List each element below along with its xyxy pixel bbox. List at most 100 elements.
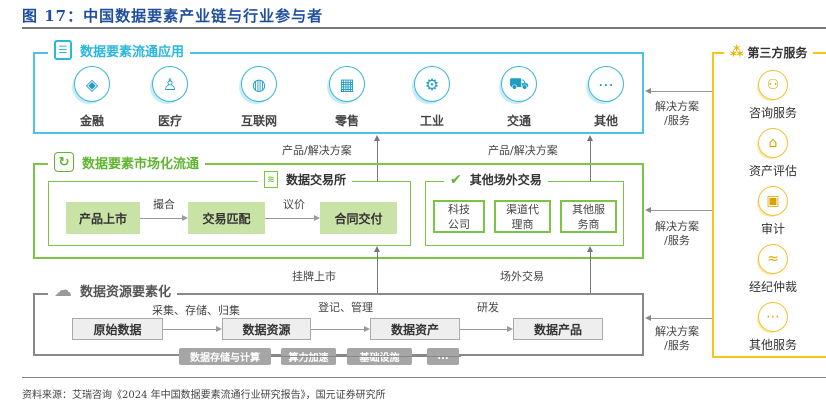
otc-tech-company: 科技 公司 [433,200,485,233]
service-label: 资产评估 [748,164,797,178]
arrow-label: 产品/解决方案 [488,144,558,157]
application-section [33,52,644,134]
resource-section [33,293,644,356]
arrow-label: 挂牌上市 [292,270,336,283]
app-retail: ▦ 零售 [317,66,377,129]
arrow-head [216,326,222,332]
store-icon: ▦ [329,66,365,102]
arrow-line [650,210,712,211]
arrow-head [374,246,380,252]
arrow-line [590,252,591,294]
footer-divider [22,377,826,378]
step-trade-matching: 交易匹配 [188,202,265,234]
app-label: 其他 [593,114,618,128]
otc-title-text: 其他场外交易 [469,173,542,187]
service-valuation: ⌂ 资产评估 [735,128,811,179]
app-other: ⋯ 其他 [576,66,636,129]
connector [271,356,461,357]
infra-storage-compute: 数据存储与计算 [179,348,271,365]
resource-title: ☁ 数据资源要素化 [48,280,178,301]
bank-icon: ⌂ [758,128,788,158]
globe-icon: ◍ [241,66,277,102]
otc-channel-agent: 渠道代 理商 [494,200,551,233]
source-note: 资料来源：艾瑞咨询《2024 年中国数据要素流通行业研究报告》，国元证券研究所 [22,390,386,401]
third-party-title: ⁂ 第三方服务 [724,44,814,61]
app-label: 零售 [334,114,359,128]
app-medical: ♙医疗 [140,66,200,129]
service-label: 其他服务 [748,338,797,352]
application-title-text: 数据要素流通应用 [80,44,185,60]
step-contract-delivery: 合同交付 [320,202,397,234]
arrow-head [182,215,188,221]
third-party-title-text: 第三方服务 [747,46,808,60]
more-icon: ⋯ [588,66,624,102]
arrow-head [374,135,380,141]
arrow-line [163,329,216,330]
arrow-line [311,329,364,330]
market-section [33,163,644,259]
arrow-line [265,218,314,219]
arrow-label: 登记、管理 [318,301,373,314]
arrow-label: 研发 [477,301,499,314]
people-network-icon: ⁂ [730,45,744,60]
step-product-listing: 产品上市 [66,202,140,234]
cloud-network-icon: ☁ [54,280,72,301]
arrow-line [650,91,712,92]
arrow-label: 撮合 [153,198,175,211]
arrow-head [645,207,651,213]
otc-title: ✔ 其他场外交易 [444,171,548,188]
application-title: ☰ 数据要素流通应用 [48,40,191,60]
step-raw-data: 原始数据 [72,318,163,340]
service-brokerage: ≈经纪仲裁 [735,244,811,295]
handshake-check-icon: ✔ [450,171,462,188]
exchange-title-text: 数据交易所 [286,173,347,187]
people-icon: ⚇ [758,70,788,100]
app-industry: ⚙ 工业 [402,66,462,129]
arrow-head [587,246,593,252]
service-consulting: ⚇ 咨询服务 [735,70,811,121]
compass-icon: ◈ [74,66,110,102]
arrow-label: 议价 [283,198,305,211]
otc-other-provider: 其他服 务商 [560,200,617,233]
exchange-title: ≋ 数据交易所 [258,171,353,188]
arrow-label: 场外交易 [500,270,544,283]
exchange-box [48,181,411,246]
arrow-line [377,252,378,294]
app-internet: ◍ 互联网 [229,66,289,129]
service-label: 审计 [760,222,785,236]
arrow-line [377,140,378,182]
app-label: 交通 [506,114,531,128]
service-label: 咨询服务 [748,106,797,120]
arrow-head [587,135,593,141]
step-data-asset: 数据资产 [370,318,460,340]
more-icon: ⋯ [758,302,788,332]
arrow-line [590,140,591,182]
arrow-head [645,88,651,94]
arrow-label: 产品/解决方案 [282,144,352,157]
resource-title-text: 数据资源要素化 [80,285,172,300]
app-transport: ⛟ 交通 [489,66,549,129]
truck-icon: ⛟ [501,66,537,102]
market-title: ↻ 数据要素市场化流通 [48,152,206,172]
app-label: 金融 [79,114,104,128]
gear-icon: ⚙ [414,66,450,102]
solution-label: 解决方案 /服务 [655,220,699,247]
arrow-head [507,326,513,332]
app-label: 互联网 [240,114,277,128]
app-label: 医疗 [157,114,182,128]
solution-label: 解决方案 /服务 [655,325,699,352]
service-other: ⋯ 其他服务 [735,302,811,353]
id-badge-icon: ▣ [758,186,788,216]
arrow-label: 采集、存储、归集 [152,304,240,317]
step-data-product: 数据产品 [513,318,603,340]
document-icon: ≋ [264,171,278,188]
service-audit: ▣ 审计 [735,186,811,237]
arrow-line [140,218,182,219]
title-divider [22,27,826,29]
refresh-icon: ↻ [54,152,74,172]
solution-label: 解决方案 /服务 [655,100,699,127]
market-title-text: 数据要素市场化流通 [82,156,200,172]
arrow-head [364,326,370,332]
step-data-resource: 数据资源 [222,318,311,340]
app-label: 工业 [419,114,444,128]
